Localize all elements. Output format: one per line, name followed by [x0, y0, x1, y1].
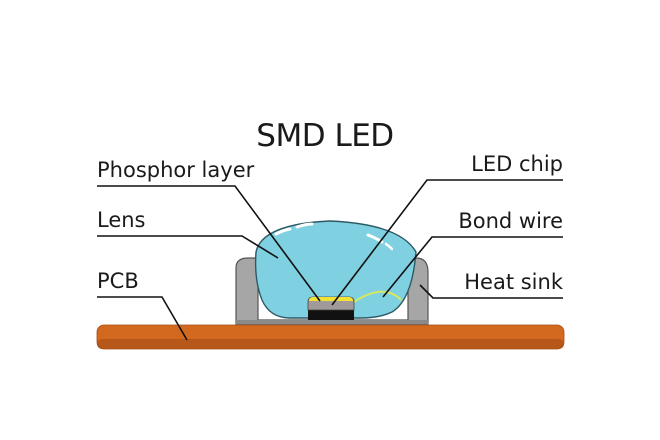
label-lens: Lens: [97, 208, 146, 232]
phosphor-layer: [309, 297, 353, 301]
lens-leader: [97, 235, 279, 259]
pcb-leader: [97, 296, 188, 341]
pcb-board: [96, 324, 565, 350]
bond-wire-leader: [382, 236, 563, 298]
label-phosphor-layer: Phosphor layer: [97, 158, 255, 182]
label-bond-wire: Bond wire: [458, 209, 563, 233]
label-pcb: PCB: [97, 269, 139, 293]
heat-sink-leader: [419, 284, 563, 299]
diagram-title: SMD LED: [256, 118, 393, 154]
led-chip-leader: [331, 179, 563, 306]
led-chip: [307, 296, 355, 320]
label-heat-sink: Heat sink: [464, 270, 564, 294]
label-led-chip: LED chip: [471, 152, 563, 176]
bond-wire: [353, 290, 402, 303]
phosphor-layer-leader: [97, 185, 321, 302]
